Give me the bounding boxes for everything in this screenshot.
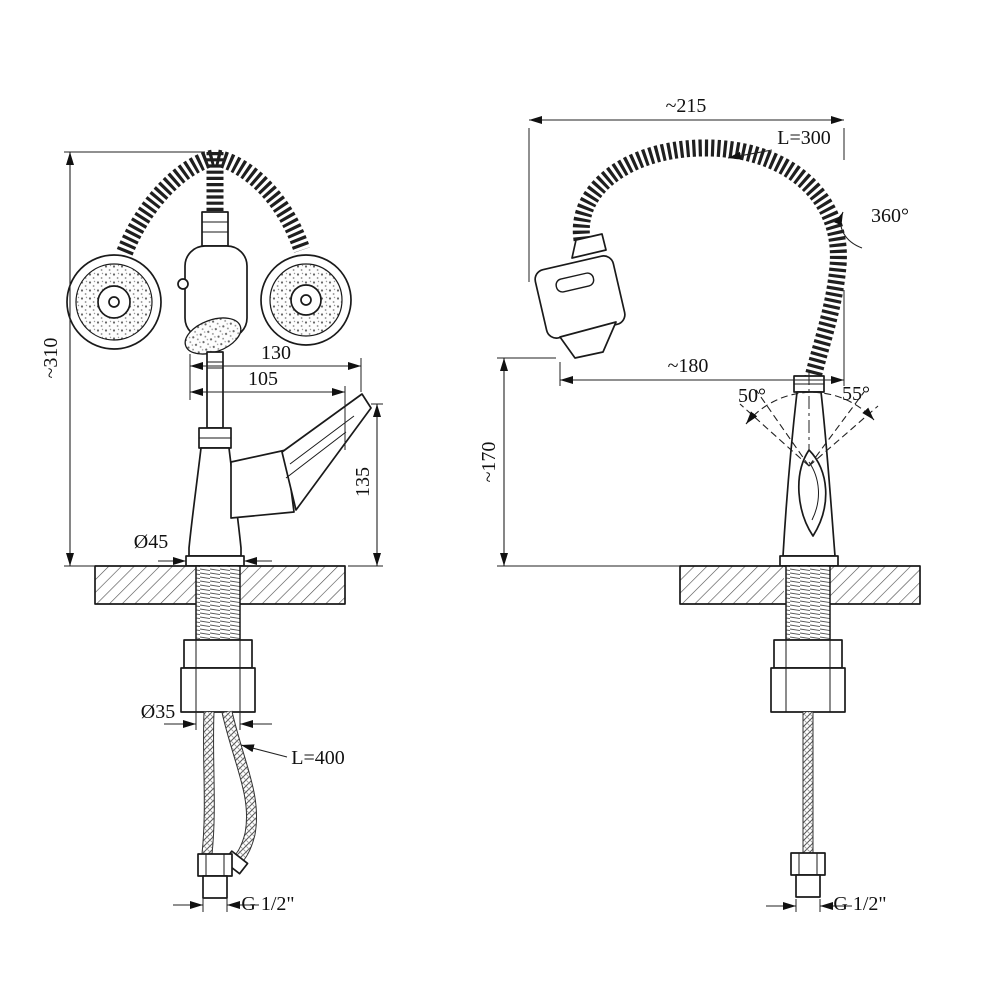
side-under-mount [770, 565, 846, 713]
dim-overall-height-label: ~310 [40, 338, 62, 379]
swing-line-right-2 [808, 405, 879, 467]
front-shower-head-left [66, 254, 162, 350]
connector-nut [197, 853, 233, 877]
leader-L400 [240, 744, 288, 758]
head-center-dot [108, 296, 120, 308]
ext-g12 [202, 898, 228, 912]
dim-supply-hose-length-label: L=400 [291, 747, 345, 769]
mounting-nut-lines [785, 640, 831, 668]
front-sprayer-center [177, 211, 248, 429]
dim-130-label: 130 [261, 342, 291, 364]
front-dimensions: ~310 130 105 135 Ø45 Ø35 L=400 G [40, 151, 383, 915]
flex-hose-right [214, 149, 311, 253]
front-supply-hoses [201, 710, 258, 875]
front-view: ~310 130 105 135 Ø45 Ø35 L=400 G [40, 149, 383, 915]
front-flex-hoses [116, 149, 311, 258]
side-flex-spout [572, 139, 847, 392]
mounting-block-lines [785, 668, 831, 712]
dim-105-label: 105 [248, 368, 278, 390]
side-faucet-body [779, 372, 839, 567]
front-connector [197, 853, 233, 899]
countertop-hatch-left [95, 566, 196, 604]
swing-line-left-2 [755, 389, 810, 467]
dim-spout-reach-label: ~180 [668, 355, 709, 377]
rotation-arc [834, 211, 863, 249]
front-faucet-body [185, 393, 372, 567]
sprayer-collar [201, 211, 229, 247]
side-handle-swing: 50° 55° [738, 383, 879, 467]
front-shower-head-right [260, 254, 352, 346]
connector-nut [790, 852, 826, 876]
countertop-outline [679, 565, 921, 605]
sprayer-knob [177, 278, 189, 290]
sprayer-collar-lines [202, 221, 228, 233]
countertop-hatch-right [240, 566, 345, 604]
mounting-nut [773, 639, 843, 669]
swing-arc [745, 391, 875, 425]
dim-thread-size-label: G 1/2" [241, 893, 294, 915]
handle-side-inner [808, 461, 819, 521]
dim-base-diameter-label: Ø45 [134, 531, 168, 553]
leader-L300 [727, 149, 773, 160]
mounting-nut [183, 639, 253, 669]
mounting-nut-lines [195, 640, 241, 668]
countertop-hatch-right [830, 566, 920, 604]
countertop-outline [94, 565, 346, 605]
sprayer-face [184, 317, 242, 355]
base-flange [779, 555, 839, 567]
side-sprayer-head [534, 233, 626, 359]
dim-135-label: 135 [352, 467, 374, 497]
side-dimensions: ~215 L=300 360° ~180 ~170 G 1/2" [478, 95, 909, 915]
connector-thread [202, 875, 228, 899]
dim-spout-height-label: ~170 [478, 442, 500, 483]
dim-thread-size-label: G 1/2" [833, 893, 886, 915]
handle-side [798, 449, 827, 537]
countertop-hatch-left [680, 566, 784, 604]
swing-line-right-1 [808, 391, 865, 467]
side-view: 50° 55° [478, 95, 921, 915]
threaded-shank [785, 565, 831, 641]
supply-hose-1-braid [202, 711, 214, 855]
flex-hose-left [116, 149, 216, 258]
base-flange [185, 555, 245, 567]
front-countertop [94, 565, 346, 605]
dim-angle-right-label: 55° [842, 383, 870, 405]
mounting-block [770, 667, 846, 713]
sprayer-stem [571, 233, 607, 259]
mounting-block [180, 667, 256, 713]
connector-nut-lines [205, 854, 225, 876]
dim-flex-spout-length-label: L=300 [777, 127, 831, 149]
dim-swivel-rotation-label: 360° [871, 205, 909, 227]
side-countertop [679, 565, 921, 605]
sprayer-toggle [555, 272, 595, 293]
threaded-shank [195, 565, 241, 641]
head-center-dot [300, 294, 312, 306]
dim-overall-width-label: ~215 [666, 95, 707, 117]
sprayer-pipe [206, 351, 224, 429]
side-connector [790, 852, 826, 898]
handle-lever-lines [285, 415, 355, 479]
handle-block [230, 449, 295, 519]
sprayer-nozzle [559, 321, 617, 359]
front-under-mount [180, 565, 256, 713]
supply-hose-2-braid [222, 710, 257, 865]
handle-lever [281, 393, 372, 511]
connector-nut-lines [798, 853, 818, 875]
ext-g12 [795, 899, 821, 912]
dim-angle-left-label: 50° [738, 385, 766, 407]
mounting-block-lines [195, 668, 241, 712]
dim-shank-diameter-label: Ø35 [141, 701, 175, 723]
connector-thread [795, 874, 821, 898]
